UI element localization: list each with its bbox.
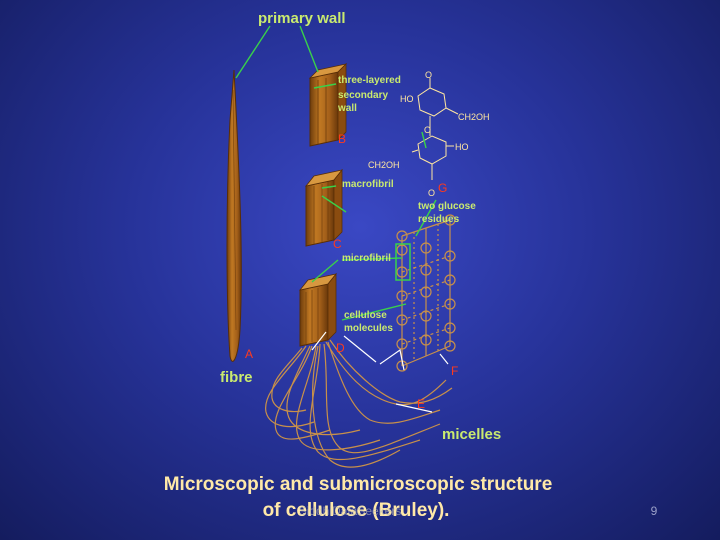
label-glucose-line2: residues <box>418 214 460 225</box>
label-micelles: micelles <box>442 426 501 443</box>
letter-g: G <box>438 181 447 195</box>
fibre-illustration <box>226 69 242 362</box>
chem-ch2oh-1: CH2OH <box>458 112 490 122</box>
label-fibre: fibre <box>220 369 253 386</box>
label-glucose-line1: two glucose <box>418 201 476 212</box>
micelle-strands <box>265 339 453 468</box>
chem-ho-1: HO <box>400 94 414 104</box>
cellulose-lattice <box>395 214 456 372</box>
macrofibril-block-c <box>304 168 344 247</box>
letter-c: C <box>333 237 342 251</box>
letter-e: E <box>417 397 425 411</box>
letter-f: F <box>451 364 458 378</box>
label-secondary-wall-line3: wall <box>337 103 357 114</box>
watermark: SiddhiDataSeekers <box>299 504 402 518</box>
letter-a: A <box>245 347 253 361</box>
label-cellulose-line2: molecules <box>344 323 393 334</box>
pointer-lines <box>311 331 449 413</box>
chem-o-bottom: O <box>428 188 435 198</box>
label-macrofibril: macrofibril <box>342 179 394 190</box>
label-secondary-wall-line1: three-layered <box>338 75 401 86</box>
letter-b: B <box>338 132 346 146</box>
caption-line1: Microscopic and submicroscopic structure <box>164 474 553 495</box>
letter-d: D <box>336 341 345 355</box>
chem-ho-2: HO <box>455 142 469 152</box>
page-number: 9 <box>651 504 658 518</box>
chem-ch2oh-2: CH2OH <box>368 160 400 170</box>
chem-o-top: O <box>425 70 432 80</box>
label-primary-wall: primary wall <box>258 10 346 27</box>
chem-o-mid: O <box>424 125 431 135</box>
label-cellulose-line1: cellulose <box>344 310 387 321</box>
cell-wall-block-b <box>308 63 348 147</box>
label-secondary-wall-line2: secondary <box>338 90 388 101</box>
glucose-rings <box>411 78 459 180</box>
caption-line2: of cellulose (Bruley). <box>263 500 450 521</box>
leader-lines <box>235 25 437 321</box>
label-microfibril: microfibril <box>342 253 391 264</box>
microfibril-block-d <box>298 272 338 347</box>
